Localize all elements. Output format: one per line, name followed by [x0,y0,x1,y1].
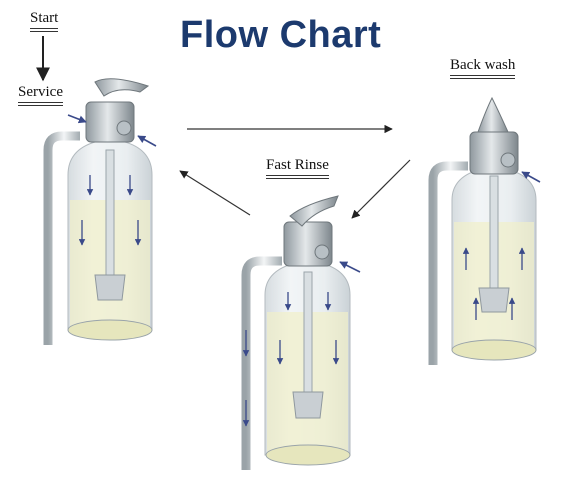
label-back-wash: Back wash [450,57,516,79]
backwash-tank [428,96,541,365]
label-fast-rinse: Fast Rinse [266,157,329,179]
label-start-text: Start [30,10,59,26]
label-fast-rinse-text: Fast Rinse [266,157,329,173]
backwash-to-fastrinse-arrow [351,159,411,219]
fastrinse-to-service-arrow [179,170,251,216]
label-start: Start [30,10,59,32]
page-title: Flow Chart [180,14,382,56]
fastrinse-tank [241,195,361,470]
label-service-text: Service [18,84,63,100]
label-back-wash-text: Back wash [450,57,516,73]
service-tank [43,78,157,345]
label-service: Service [18,84,63,106]
